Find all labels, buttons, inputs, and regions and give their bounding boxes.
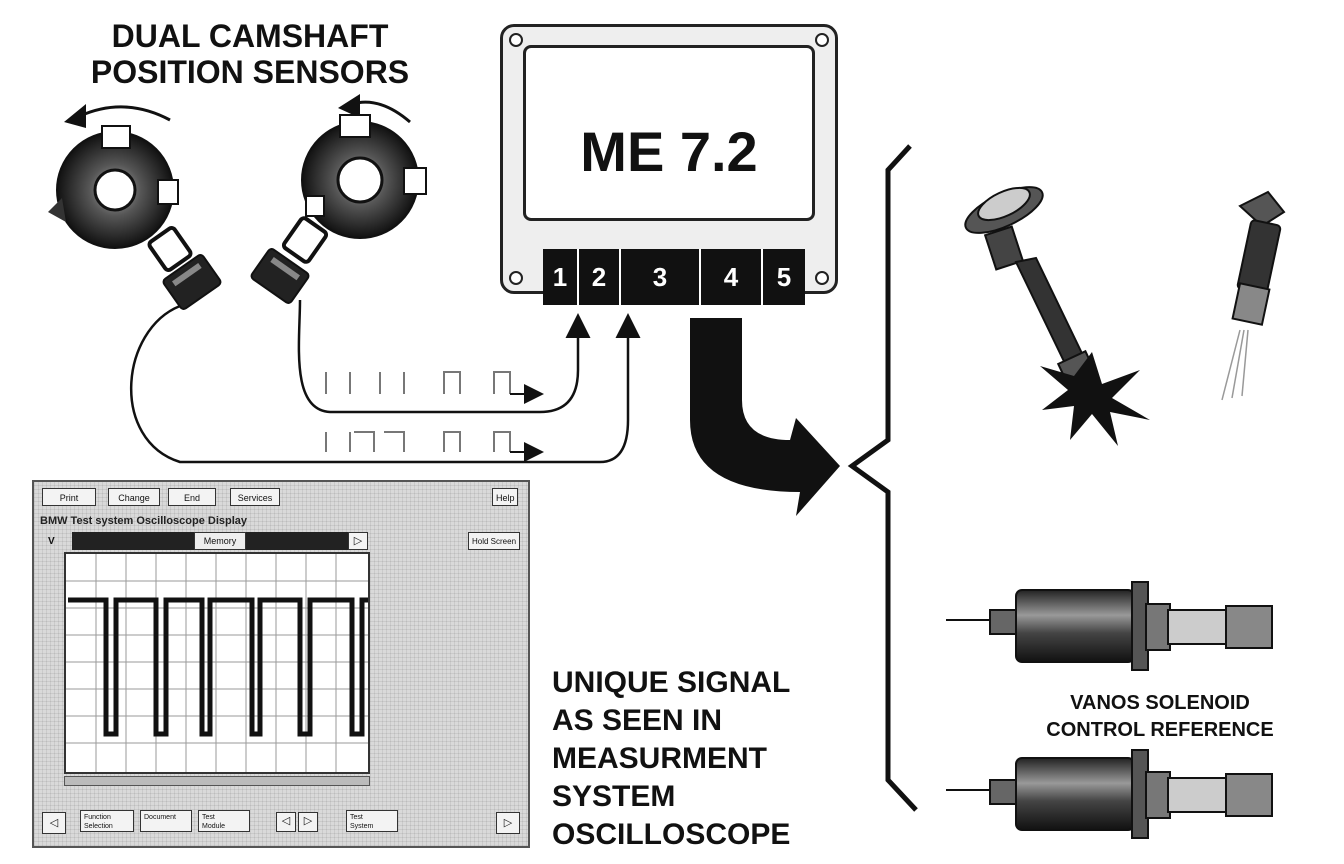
page-right-button[interactable]: ▷: [496, 812, 520, 834]
title-line-2: POSITION SENSORS: [90, 54, 410, 90]
diagram-title: DUAL CAMSHAFT POSITION SENSORS: [60, 20, 440, 88]
vanos-label: VANOS SOLENOID CONTROL REFERENCE: [1010, 690, 1310, 744]
ecu-screw-top-left: [509, 33, 523, 47]
print-button[interactable]: Print: [42, 488, 96, 506]
oscilloscope-screen: Print Change End Services Help BMW Test …: [32, 480, 530, 848]
wire-sensor-right-to-pin-1: [297, 299, 591, 414]
vanos-solenoid-lower: [946, 749, 1273, 839]
vanos-label-line-1: VANOS SOLENOID: [1070, 692, 1250, 714]
function-selection-label-1: Function: [84, 814, 111, 821]
rotation-arrow-right: [338, 94, 411, 124]
output-arrow: [690, 318, 840, 516]
page-left-button[interactable]: ◁: [42, 812, 66, 834]
next-button[interactable]: ▷: [298, 812, 318, 832]
connector-pin-3: 3: [621, 249, 701, 305]
camshaft-sensor-left: [147, 226, 222, 310]
axis-label-v: V: [48, 536, 55, 547]
signal-trace-lower: [325, 431, 544, 462]
ecu-module: ME 7.2 1 2 3 4 5: [500, 24, 838, 305]
prev-button[interactable]: ◁: [276, 812, 296, 832]
test-system-button[interactable]: Test System: [346, 810, 398, 832]
connector-pin-5: 5: [763, 249, 805, 305]
cursor-strip: [64, 776, 370, 786]
ecu-connector: 1 2 3 4 5: [543, 249, 805, 305]
hold-screen-button[interactable]: Hold Screen: [468, 532, 520, 550]
wire-sensor-left-to-pin-2: [130, 304, 641, 464]
square-wave-trace: [68, 597, 368, 737]
caption-line-1: UNIQUE SIGNAL: [552, 666, 791, 699]
document-button[interactable]: Document: [140, 810, 192, 832]
test-module-label-1: Test: [202, 814, 215, 821]
ignition-coil-illustration: [964, 186, 1150, 446]
ecu-screw-top-right: [815, 33, 829, 47]
vanos-solenoid-upper: [946, 581, 1273, 671]
camshaft-wheel-right: [301, 114, 427, 239]
ecu-screw-bottom-left: [509, 271, 523, 285]
fuel-injector-illustration: [1221, 190, 1286, 401]
test-module-button[interactable]: Test Module: [198, 810, 250, 832]
connector-pin-1: 1: [543, 249, 579, 305]
memory-button[interactable]: Memory: [194, 532, 246, 550]
vanos-label-line-2: CONTROL REFERENCE: [1046, 719, 1274, 741]
help-button[interactable]: Help: [492, 488, 518, 506]
rotation-arrow-left: [64, 104, 171, 128]
output-brace: [847, 144, 918, 812]
connector-pin-4: 4: [701, 249, 763, 305]
function-selection-label-2: Selection: [84, 823, 113, 830]
document-label: Document: [144, 814, 176, 821]
function-selection-button[interactable]: Function Selection: [80, 810, 134, 832]
oscilloscope-title: BMW Test system Oscilloscope Display: [40, 515, 248, 527]
caption-line-2: AS SEEN IN: [552, 704, 723, 737]
oscilloscope-caption: UNIQUE SIGNAL AS SEEN IN MEASURMENT SYST…: [552, 664, 790, 854]
test-module-label-2: Module: [202, 823, 225, 830]
scroll-right-button[interactable]: ▷: [348, 532, 368, 550]
caption-line-4: SYSTEM: [552, 780, 676, 813]
oscilloscope-graticule: [64, 552, 370, 774]
ecu-screw-bottom-right: [815, 271, 829, 285]
signal-trace-upper: [325, 371, 544, 404]
title-line-1: DUAL CAMSHAFT: [111, 18, 389, 54]
end-button[interactable]: End: [168, 488, 216, 506]
services-button[interactable]: Services: [230, 488, 280, 506]
ecu-label-plate: [523, 45, 815, 221]
ecu-label: ME 7.2: [580, 120, 758, 183]
change-button[interactable]: Change: [108, 488, 160, 506]
camshaft-wheel-left: [48, 125, 179, 249]
camshaft-sensor-right: [250, 216, 329, 304]
test-system-label-1: Test: [350, 814, 363, 821]
caption-line-5: OSCILLOSCOPE: [552, 818, 791, 851]
caption-line-3: MEASURMENT: [552, 742, 767, 775]
connector-pin-2: 2: [579, 249, 621, 305]
test-system-label-2: System: [350, 823, 374, 830]
